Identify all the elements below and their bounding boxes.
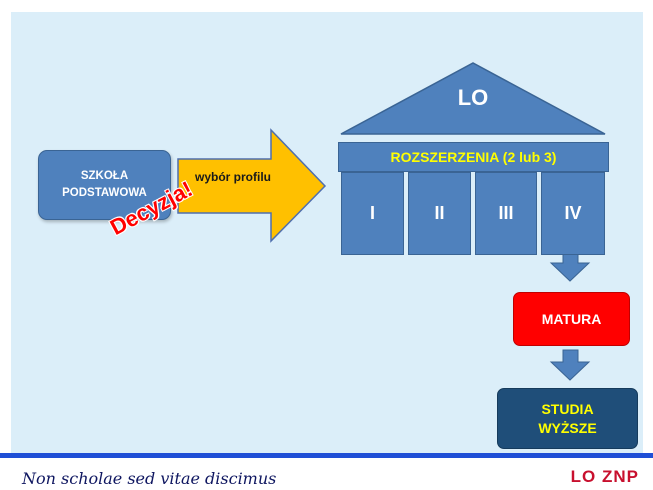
pillar-label: II [434, 203, 445, 223]
university-label-line2: WYŻSZE [538, 419, 597, 436]
university-box: STUDIA WYŻSZE [497, 388, 638, 449]
extensions-bar: ROZSZERZENIA (2 lub 3) [338, 142, 609, 172]
pillar-3: III [475, 172, 537, 255]
down-arrow-to-matura [549, 250, 591, 282]
primary-school-box: SZKOŁA PODSTAWOWA [38, 150, 171, 220]
roof-shape [340, 62, 606, 135]
pillar-4: IV [541, 172, 605, 255]
footer [0, 458, 653, 490]
footer-brand-logo: LO ZNP [570, 467, 639, 486]
roof-label: LO [457, 85, 489, 110]
down-arrow-to-studia [549, 349, 591, 381]
pillar-label: III [498, 203, 514, 223]
profile-choice-label: wybór profilu [195, 170, 271, 184]
pillar-2: II [408, 172, 471, 255]
profile-arrow-shape [177, 128, 327, 243]
matura-box: MATURA [513, 292, 630, 346]
extensions-label: ROZSZERZENIA (2 lub 3) [390, 149, 557, 165]
slide-background-panel [11, 12, 643, 460]
footer-motto: Non scholae sed vitae discimus [22, 469, 277, 488]
footer-divider [0, 453, 653, 458]
matura-label: MATURA [541, 311, 602, 327]
primary-school-label: SZKOŁA PODSTAWOWA [62, 170, 147, 199]
pillar-label: I [369, 203, 375, 223]
pillar-label: IV [564, 203, 582, 223]
university-label-line1: STUDIA [541, 400, 594, 417]
pillar-1: I [341, 172, 404, 255]
